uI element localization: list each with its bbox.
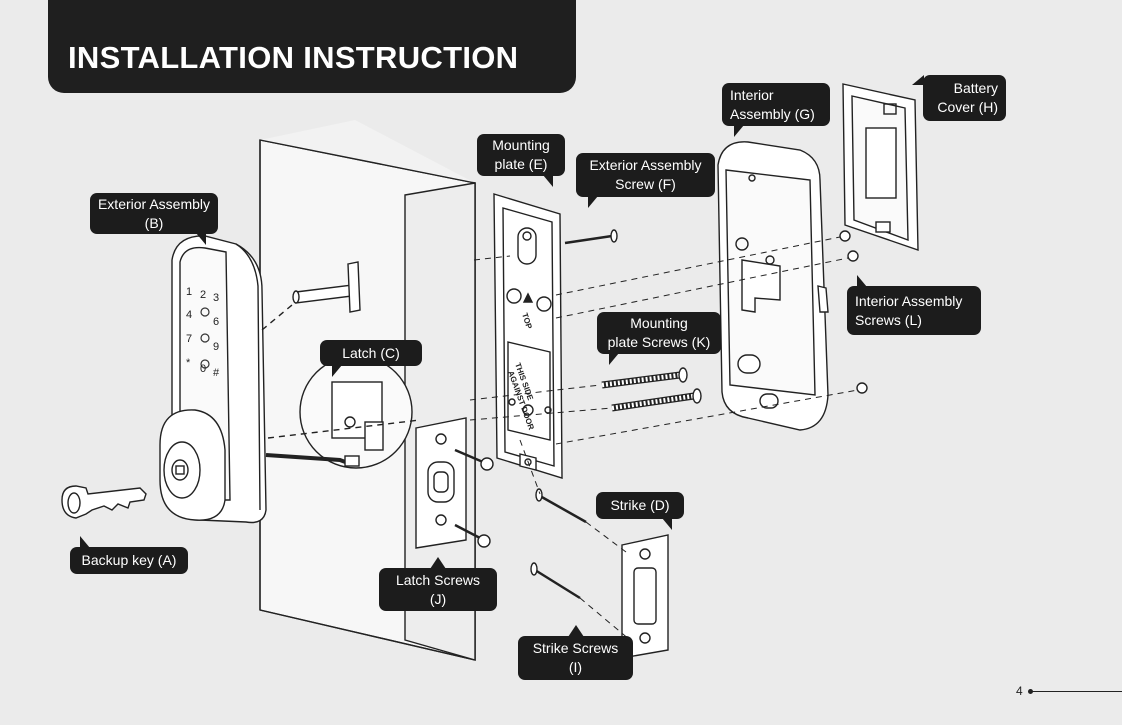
- keypad-key: 3: [213, 292, 219, 304]
- page-number-rule: [1030, 691, 1122, 692]
- latch-screws-drawing: [454, 448, 494, 548]
- spindle-drawing: [292, 261, 361, 313]
- keypad-buttons: [200, 307, 210, 369]
- strike-plate-drawing: [621, 534, 669, 659]
- exterior-assembly-screw-drawing: [564, 229, 618, 245]
- callout-battery-cover: Battery Cover (H): [912, 75, 1006, 121]
- keypad-key: 9: [213, 341, 219, 353]
- callout-latch-screws: Latch Screws (J): [379, 557, 497, 611]
- keypad-key: 0: [200, 363, 206, 375]
- exterior-assembly-drawing: 1 2 3 4 6 7 9 * 0 #: [159, 235, 299, 524]
- keypad-key: 6: [213, 316, 219, 328]
- callout-latch: Latch (C): [320, 340, 422, 377]
- latch-plate-drawing: [415, 417, 467, 549]
- interior-assembly-screws-drawing: [839, 230, 868, 394]
- latch-detail: [265, 355, 421, 469]
- callout-exterior-assembly: Exterior Assembly (B): [90, 193, 218, 245]
- callout-strike: Strike (D): [596, 492, 684, 530]
- keypad-key: 2: [200, 289, 206, 301]
- keypad-key: *: [186, 357, 191, 369]
- battery-cover-drawing: [842, 83, 919, 251]
- mounting-plate-screws-drawing: [601, 367, 702, 412]
- keypad-key: 4: [186, 309, 192, 321]
- interior-assembly-drawing: [717, 141, 829, 431]
- page-title: INSTALLATION INSTRUCTION: [68, 40, 519, 75]
- page-number: 4: [1016, 684, 1023, 698]
- mounting-plate-drawing: [493, 193, 563, 479]
- callout-backup-key: Backup key (A): [70, 536, 188, 574]
- keypad-key: 1: [186, 286, 192, 298]
- callout-exterior-assembly-screw: Exterior Assembly Screw (F): [576, 153, 715, 208]
- callout-interior-assembly-screws: Interior Assembly Screws (L): [847, 275, 981, 335]
- keypad-key: 7: [186, 333, 192, 345]
- callout-mounting-plate: Mounting plate (E): [477, 134, 565, 187]
- keypad-key: #: [213, 367, 220, 379]
- alignment-lines: [469, 236, 859, 641]
- callout-strike-screws: Strike Screws (I): [518, 625, 633, 680]
- backup-key-drawing: [61, 485, 147, 519]
- callout-interior-assembly: Interior Assembly (G): [722, 83, 830, 137]
- title-banner: INSTALLATION INSTRUCTION: [48, 0, 576, 93]
- callout-mounting-plate-screws: Mounting plate Screws (K): [597, 312, 721, 365]
- strike-screws-drawing: [530, 488, 587, 600]
